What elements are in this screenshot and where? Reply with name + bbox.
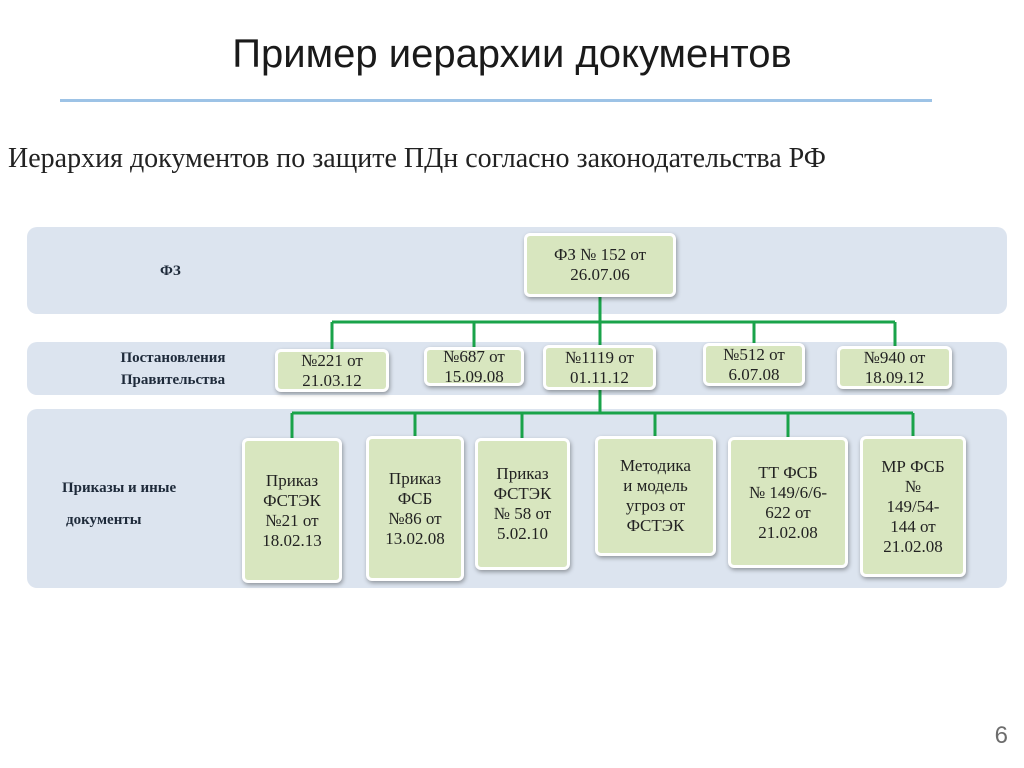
node-decree-512: №512 от 6.07.08 (703, 343, 805, 386)
title-underline (60, 99, 932, 102)
page-number: 6 (994, 722, 1008, 749)
slide-title: Пример иерархии документов (232, 32, 792, 76)
level-label-orders: Приказы и иные документы (62, 472, 176, 536)
node-order-fstek-21: Приказ ФСТЭК №21 от 18.02.13 (242, 438, 342, 583)
node-decree-221: №221 от 21.03.12 (275, 349, 389, 392)
level-label-orders-line2: документы (66, 512, 142, 528)
node-threat-methodology: Методика и модель угроз от ФСТЭК (595, 436, 716, 556)
band-fz (27, 227, 1007, 314)
level-label-orders-line1: Приказы и иные (62, 480, 177, 496)
level-label-fz: ФЗ (160, 263, 181, 279)
level-label-government: Постановления Правительства (99, 347, 247, 391)
node-tt-fsb: ТТ ФСБ № 149/6/6- 622 от 21.02.08 (728, 437, 848, 568)
slide-subtitle: Иерархия документов по защите ПДн соглас… (8, 143, 826, 174)
node-fz-152: ФЗ № 152 от 26.07.06 (524, 233, 676, 297)
node-order-fstek-58: Приказ ФСТЭК № 58 от 5.02.10 (475, 438, 570, 570)
node-decree-687: №687 от 15.09.08 (424, 347, 524, 386)
level-label-government-line1: Постановления (120, 350, 226, 366)
node-decree-1119: №1119 от 01.11.12 (543, 345, 656, 390)
node-mr-fsb: МР ФСБ № 149/54- 144 от 21.02.08 (860, 436, 966, 577)
node-order-fsb-86: Приказ ФСБ №86 от 13.02.08 (366, 436, 464, 581)
node-decree-940: №940 от 18.09.12 (837, 346, 952, 389)
level-label-government-line2: Правительства (120, 372, 226, 388)
